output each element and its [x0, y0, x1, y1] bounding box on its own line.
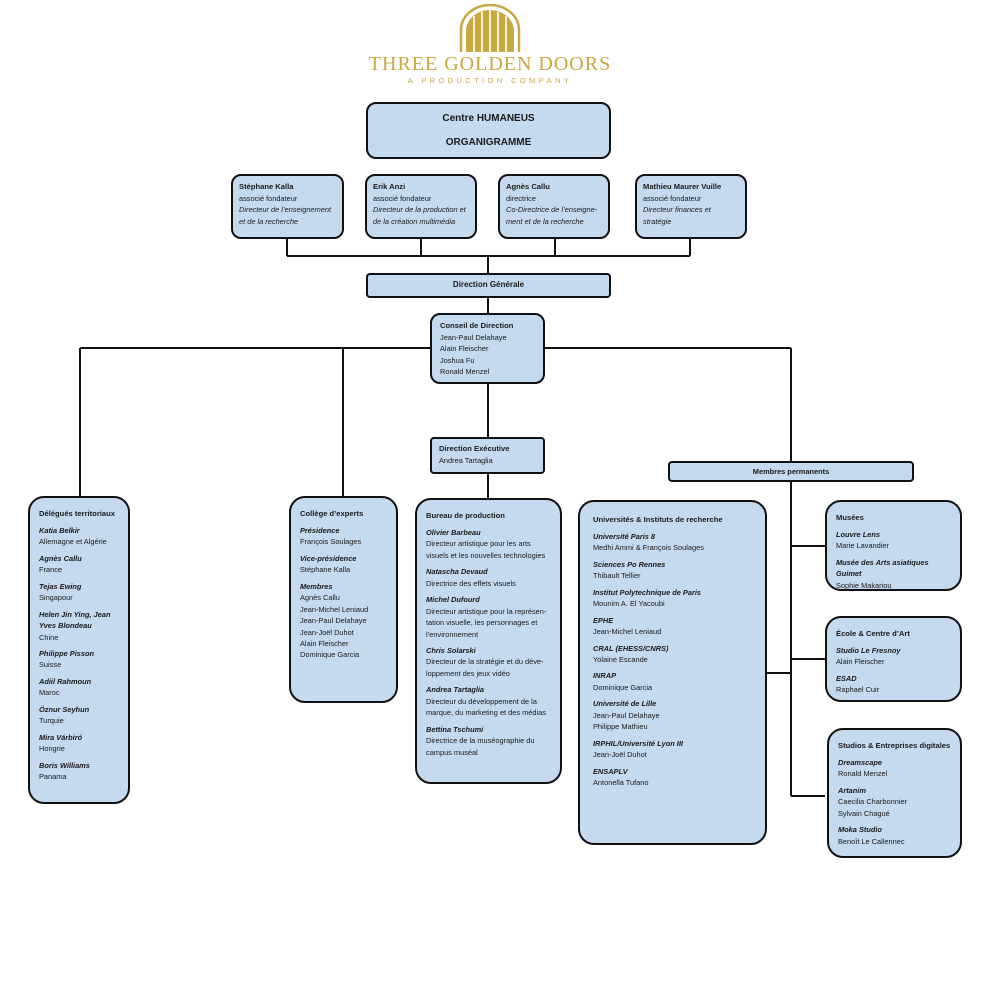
founder-box: Mathieu Maurer Vuille associé fondateur …	[635, 174, 747, 239]
direction-generale-label: Direction Générale	[452, 280, 525, 290]
conseil-member: Alain Fleischer	[440, 344, 489, 354]
studios-title: Studios & Entreprises digitales	[838, 741, 951, 750]
ecoles-title: École & Centre d’Art	[836, 629, 910, 638]
bureau-title: Bureau de production	[426, 511, 505, 520]
college-title: Collège d’experts	[300, 509, 364, 518]
membres-permanents-label: Membres permanents	[752, 466, 830, 476]
conseil-member: Jean-Paul Delahaye	[440, 332, 507, 342]
header-line2: ORGANIGRAMME	[445, 136, 532, 148]
golden-doors-emblem	[459, 4, 521, 52]
logo-tagline: A PRODUCTION COMPANY	[407, 76, 573, 85]
founder-box: Agnès Callu directrice Co-Directrice de …	[498, 174, 610, 239]
header-box: Centre HUMANEUS ORGANIGRAMME	[366, 102, 611, 159]
founder-name: Erik Anzi	[373, 182, 406, 191]
membres-permanents-box: Membres permanents	[668, 461, 914, 482]
universites-title: Universités & Instituts de recherche	[593, 515, 723, 524]
founder-name: Mathieu Maurer Vuille	[643, 182, 722, 191]
direction-executive-box: Direction Exécutive Andrea Tartaglia	[430, 437, 545, 474]
company-logo: THREE GOLDEN DOORS A PRODUCTION COMPANY	[362, 4, 618, 86]
college-membres: Membres Agnès Callu Jean-Michel Leniaud …	[300, 581, 369, 660]
founder-title: Co-Directrice de l’enseigne-ment et de l…	[506, 205, 598, 226]
conseil-member: Ronald Menzel	[440, 367, 490, 377]
direction-generale-box: Direction Générale	[366, 273, 611, 298]
direction-executive-member: Andrea Tartaglia	[439, 455, 493, 465]
founder-name: Agnès Callu	[506, 182, 550, 191]
founder-role: associé fondateur	[239, 193, 298, 203]
delegues-title: Délégués territoriaux	[39, 509, 115, 518]
founder-box: Stéphane Kalla associé fondateur Directe…	[231, 174, 344, 239]
header-line1: Centre HUMANEUS	[442, 112, 535, 124]
conseil-box: Conseil de Direction Jean-Paul Delahaye …	[430, 313, 545, 384]
founder-title: Directeur finances et stratégie	[643, 205, 711, 226]
founder-name: Stéphane Kalla	[239, 182, 294, 191]
logo-wordmark: THREE GOLDEN DOORS	[368, 53, 612, 75]
conseil-member: Joshua Fu	[440, 355, 475, 365]
founder-role: associé fondateur	[643, 193, 702, 203]
universites-box: Universités & Instituts de recherche Uni…	[578, 500, 767, 845]
universite-entry: CRAL (EHESS/CNRS)Yolaine Escande	[593, 643, 669, 664]
studios-box: Studios & Entreprises digitales Dreamsca…	[827, 728, 962, 858]
founder-title: Directeur de la production et de la créa…	[373, 205, 466, 226]
direction-executive-title: Direction Exécutive	[439, 444, 510, 453]
conseil-title: Conseil de Direction	[440, 321, 514, 330]
founder-title: Directeur de l’enseignement et de la rec…	[239, 205, 332, 226]
founder-box: Erik Anzi associé fondateur Directeur de…	[365, 174, 477, 239]
founder-role: associé fondateur	[373, 193, 432, 203]
musees-title: Musées	[836, 513, 864, 522]
founder-role: directrice	[506, 193, 536, 203]
